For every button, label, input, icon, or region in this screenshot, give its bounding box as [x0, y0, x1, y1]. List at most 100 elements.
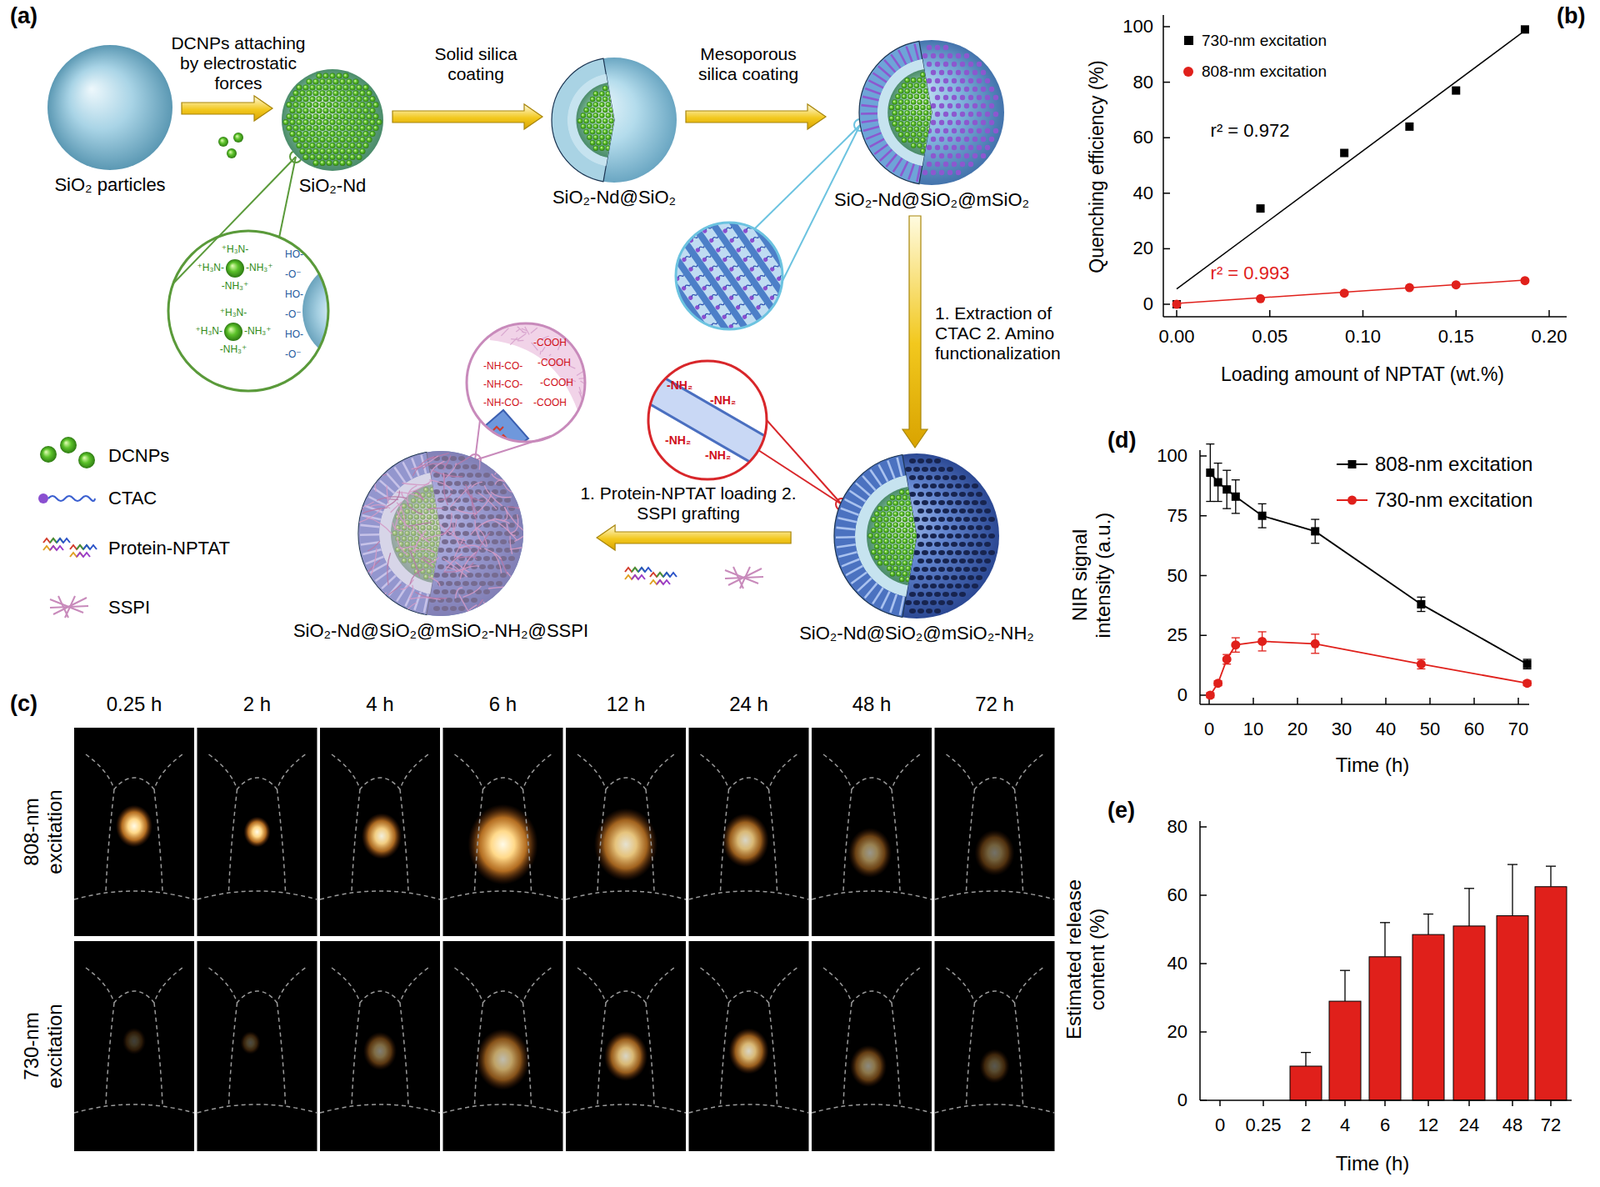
mouse-outline — [443, 967, 564, 1113]
nanoparticle — [964, 126, 970, 132]
surfactant-tail — [698, 273, 705, 279]
surface-pore — [960, 95, 965, 100]
nanoparticle — [939, 115, 945, 121]
surfactant-tail — [759, 273, 765, 279]
surfactant-tail — [793, 263, 800, 269]
nanoparticle — [915, 538, 920, 544]
surfactant-head — [837, 246, 844, 253]
leader-line — [173, 156, 296, 284]
surfactant-head — [742, 227, 749, 234]
nanoparticle — [936, 522, 942, 528]
surfactant-tail — [705, 282, 711, 288]
nanoparticle — [936, 533, 942, 539]
nanoparticle — [911, 555, 917, 560]
nanoparticle — [590, 118, 595, 124]
surface-pore — [964, 86, 970, 92]
error-cap — [1231, 479, 1240, 480]
nanoparticle — [293, 101, 300, 108]
surfactant-tail — [807, 196, 814, 202]
surface-pore — [964, 103, 970, 109]
leader-line — [279, 156, 296, 238]
surfactant-tail — [820, 273, 826, 279]
nanoparticle — [910, 131, 916, 137]
nanoparticle — [923, 88, 929, 94]
nanoparticle — [296, 142, 303, 149]
nanoparticle — [955, 131, 960, 137]
mesopore-channel — [880, 149, 893, 161]
nanoparticle — [624, 101, 630, 107]
surfactant-tail — [697, 330, 704, 336]
surfactant-head — [763, 170, 770, 177]
nanoparticle — [326, 148, 333, 155]
nanoparticle — [960, 88, 966, 94]
surface-pore — [971, 500, 979, 505]
surface-pore — [960, 61, 965, 67]
nanoparticle — [615, 107, 620, 113]
surface-pore — [926, 61, 932, 67]
nanoparticle — [605, 101, 611, 107]
mesopore-channel — [862, 475, 875, 490]
surface-pore — [930, 170, 936, 175]
surface-pore — [942, 508, 950, 514]
nanoparticle — [224, 322, 243, 341]
nanoparticle — [908, 549, 914, 555]
nanoparticle — [942, 110, 948, 115]
nanoparticle — [914, 126, 920, 132]
surfactant-tail — [793, 292, 800, 298]
error-cap — [1214, 462, 1223, 464]
polymer-fiber — [589, 396, 591, 400]
mouse-outline — [565, 967, 686, 1113]
nanoparticle — [630, 112, 636, 118]
surface-pore — [943, 78, 949, 84]
surfactant-head — [626, 265, 633, 272]
surface-pore — [930, 583, 937, 589]
surfactant-tail — [760, 187, 766, 193]
mesopore-channel — [893, 158, 903, 173]
nanoparticle — [609, 140, 615, 145]
nanoparticle — [898, 99, 904, 105]
nanoparticle — [636, 123, 642, 129]
tick-mark — [1340, 697, 1343, 705]
surface-pore — [988, 516, 995, 522]
nanoparticle — [930, 120, 935, 126]
nanoparticle — [911, 565, 917, 571]
error-cap — [1310, 652, 1320, 654]
mouse-outline — [811, 967, 932, 1113]
surface-pore — [947, 170, 953, 175]
surfactant-head — [830, 237, 837, 244]
nanoparticle — [627, 96, 633, 102]
surfactant-tail — [731, 350, 738, 355]
nanoparticle — [895, 126, 900, 132]
error-cap — [1464, 887, 1475, 889]
surfactant-tail — [644, 282, 650, 288]
nanoparticle — [948, 77, 954, 83]
nanoparticle — [225, 259, 245, 278]
nanoparticle — [920, 538, 926, 544]
nanoparticle — [924, 533, 930, 539]
nanoparticle — [343, 73, 350, 80]
image-tile — [74, 940, 195, 1151]
nanoparticle — [870, 549, 876, 555]
nanoparticle — [370, 95, 376, 102]
polymer-fiber — [500, 311, 502, 319]
nanoparticle — [333, 78, 340, 85]
nanoparticle — [940, 527, 945, 533]
nanoparticle — [883, 505, 889, 511]
nanoparticle — [356, 142, 363, 149]
surface-pore — [946, 500, 954, 505]
nanoparticle — [615, 150, 620, 156]
surfactant-tail — [650, 292, 657, 298]
tick-mark — [1296, 697, 1299, 705]
nanoparticle — [353, 101, 360, 108]
surface-pore — [955, 136, 961, 142]
surfactant-tail — [698, 301, 705, 307]
fluorescence-signal — [722, 813, 770, 867]
nanoparticle — [333, 160, 340, 166]
surfactant-head — [749, 208, 755, 215]
image-tile — [320, 727, 440, 936]
tick-mark — [1163, 303, 1170, 305]
mouse-outline — [197, 754, 318, 900]
surface-pore — [984, 508, 991, 514]
nanoparticle — [599, 90, 605, 96]
nanoparticle — [940, 570, 945, 576]
